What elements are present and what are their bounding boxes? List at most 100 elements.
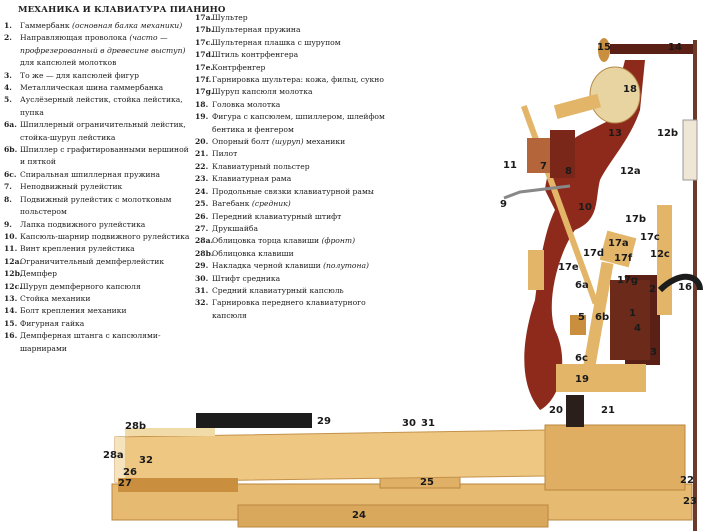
- callout-label: 17b: [625, 214, 647, 225]
- legend-text: Гарнировка шультера: кожа, фильц, сукно: [212, 74, 395, 86]
- back-wall-rod: [693, 40, 697, 531]
- legend-number: 30.: [195, 273, 209, 283]
- legend-number: 16.: [4, 331, 18, 341]
- legend-text-main: Гаммербанк: [20, 21, 73, 30]
- legend-text: Спиральная шпиллерная пружина: [20, 169, 194, 181]
- legend-text: Штиль контрфенгера: [212, 49, 395, 61]
- callout-label: 15: [597, 42, 611, 53]
- legend-text-italic: (полутона): [323, 261, 369, 271]
- callout-label: 20: [549, 405, 563, 416]
- legend-text: Вагебанк (средник): [212, 198, 395, 210]
- legend-number: 17a.: [195, 13, 214, 22]
- legend-text-main: Неподвижный рулейстик: [20, 182, 123, 192]
- legend-text-after: механики: [303, 137, 346, 147]
- legend-text: Продольные связки клавиатурной рамы: [212, 186, 395, 198]
- whippen-19: [556, 364, 646, 392]
- legend-number: 22.: [195, 161, 209, 171]
- legend-item: 31.Средний клавиатурный капсюль: [195, 285, 395, 297]
- hammer-butt: [553, 93, 601, 119]
- figure-nut: [598, 38, 610, 62]
- legend-text: Шпиллерный ограничительный лейстик, стой…: [20, 119, 194, 144]
- legend-number: 8.: [4, 194, 12, 204]
- legend-item: 12b.Демпфер: [4, 268, 194, 280]
- legend-text: Накладка черной клавиши (полутона): [212, 260, 395, 272]
- legend-text-main: Лапка подвижного рулейстика: [20, 219, 146, 229]
- legend-number: 17e.: [195, 62, 214, 72]
- callout-label: 32: [139, 455, 153, 466]
- back-rail: [544, 424, 686, 491]
- legend-number: 6b.: [4, 145, 18, 155]
- callout-label: 3: [650, 347, 657, 358]
- legend-text-main: Шпиллер с графитированными вершиной и пя…: [20, 145, 189, 167]
- legend-text-main: Стойка механики: [20, 293, 91, 303]
- callout-label: 12b: [657, 128, 679, 139]
- callout-label: 6c: [575, 353, 588, 364]
- legend-text: Передний клавиатурный штифт: [212, 211, 395, 223]
- legend-text-main: Шультер: [212, 13, 248, 22]
- legend-text: Друкшайба: [212, 223, 395, 235]
- legend-text-main: Облицовка торца клавиши: [212, 236, 322, 246]
- legend-item: 1.Гаммербанк (основная балка механики): [4, 20, 194, 32]
- callout-label: 8: [565, 166, 572, 177]
- legend-text-main: Фигурная гайка: [20, 318, 85, 328]
- legend-number: 6c.: [4, 169, 17, 179]
- legend-item: 28a.Облицовка торца клавиши (фронт): [195, 235, 395, 247]
- legend-item: 17a.Шультер: [195, 12, 395, 24]
- legend-text-italic: (фронт): [321, 236, 356, 246]
- legend-text: Шультерная плашка с шурупом: [212, 37, 395, 49]
- legend-text: Демпфер: [20, 268, 194, 280]
- callout-label: 29: [317, 416, 331, 427]
- legend-number: 17d.: [195, 50, 214, 60]
- legend-text: Контрфенгер: [212, 62, 395, 74]
- legend-number: 4.: [4, 83, 12, 93]
- legend-item: 5.Ауслёзерный лейстик, стойка лейстика, …: [4, 94, 194, 119]
- legend-text-main: Облицовка клавиши: [212, 248, 294, 258]
- butt-17a: [599, 230, 637, 268]
- legend-text-italic: (основная балка механики): [72, 21, 183, 30]
- legend-item: 17c.Шультерная плашка с шурупом: [195, 37, 395, 49]
- legend-text-main: Гарнировка шультера: кожа, фильц, сукно: [212, 75, 384, 85]
- legend-text-main: Головка молотка: [212, 99, 281, 109]
- callout-label: 14: [668, 42, 682, 53]
- legend-text: Неподвижный рулейстик: [20, 181, 194, 193]
- legend-number: 24.: [195, 186, 209, 196]
- legend-text: Гаммербанк (основная балка механики): [20, 20, 194, 32]
- action-bracket: [524, 60, 645, 410]
- legend-text-main: Накладка черной клавиши: [212, 261, 324, 271]
- legend-number: 21.: [195, 149, 209, 159]
- legend-item: 6b.Шпиллер с графитированными вершиной и…: [4, 144, 194, 169]
- callout-label: 6a: [575, 280, 589, 291]
- legend-text: Шультер: [212, 12, 395, 24]
- legend-text: Облицовка торца клавиши (фронт): [212, 235, 395, 247]
- callout-label: 31: [421, 418, 435, 429]
- legend-item: 7.Неподвижный рулейстик: [4, 181, 194, 193]
- legend-number: 5.: [4, 95, 12, 105]
- legend-item: 27.Друкшайба: [195, 223, 395, 235]
- legend-text-main: Штифт средника: [212, 273, 281, 283]
- damper-head: [682, 119, 698, 181]
- legend-item: 10.Капсюль-шарнир подвижного рулейстика: [4, 231, 194, 243]
- legend-item: 3.То же — для капсюлей фигур: [4, 70, 194, 82]
- legend-text-after: для капсюлей молотков: [20, 58, 117, 68]
- callout-label: 19: [575, 374, 589, 385]
- hammer-head: [589, 66, 641, 124]
- callout-label: 4: [634, 323, 641, 334]
- key-body: [114, 429, 546, 483]
- legend-number: 28a.: [195, 236, 214, 246]
- legend-text-main: Контрфенгер: [212, 62, 266, 72]
- legend-text-main: Пилот: [212, 149, 238, 159]
- callout-label: 5: [578, 312, 585, 323]
- legend-text: Опорный болт (шуруп) механики: [212, 136, 395, 148]
- legend-text-main: Опорный болт: [212, 137, 272, 147]
- legend-item: 23.Клавиатурная рама: [195, 173, 395, 185]
- legend-text-main: Болт крепления механики: [20, 306, 127, 316]
- legend-item: 9.Лапка подвижного рулейстика: [4, 219, 194, 231]
- legend-text-main: Шуруп демпферного капсюля: [20, 281, 141, 291]
- legend-left-column: 1.Гаммербанк (основная балка механики)2.…: [4, 20, 194, 355]
- regulating-rail-5: [570, 315, 586, 335]
- callout-label: 2: [649, 284, 656, 295]
- callout-label: 23: [683, 496, 697, 507]
- legend-number: 6a.: [4, 120, 17, 130]
- legend-text: Лапка подвижного рулейстика: [20, 219, 194, 231]
- legend-text-italic: (средник): [251, 199, 291, 209]
